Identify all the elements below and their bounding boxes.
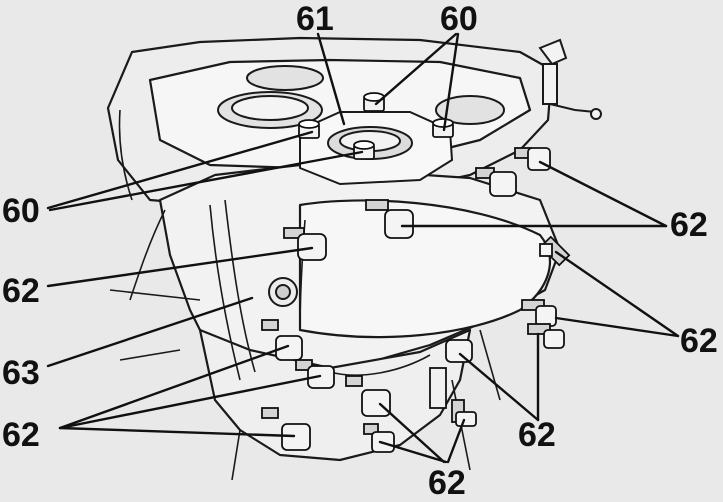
shift-lever xyxy=(538,38,602,120)
cover-plate-61 xyxy=(299,111,454,186)
callout-63: 63 xyxy=(2,354,40,392)
callout-62-left-upper: 62 xyxy=(2,272,40,310)
bolt-60-b xyxy=(432,118,454,138)
bolt-60-d xyxy=(353,140,375,160)
housing-detail-lines xyxy=(109,109,501,481)
bolt-62-c xyxy=(365,199,414,239)
callout-62-left-lower: 62 xyxy=(2,416,40,454)
callout-60-top: 60 xyxy=(440,0,478,38)
leader-lines xyxy=(46,32,680,464)
bolt-62-m xyxy=(429,367,477,427)
bolt-62-i xyxy=(295,359,335,389)
bolt-62-j xyxy=(345,375,391,417)
callout-62-right-lower: 62 xyxy=(680,322,718,360)
bolt-62-f xyxy=(521,299,565,349)
bolt-62-e xyxy=(539,235,571,267)
bolt-62-a xyxy=(514,147,551,171)
transmission-housing xyxy=(106,36,562,462)
top-deck-openings xyxy=(217,65,505,129)
bolt-62-h xyxy=(261,319,303,361)
bolt-62-g xyxy=(445,339,473,363)
drain-plug xyxy=(268,277,298,307)
bolt-62-k xyxy=(261,407,311,451)
bolts xyxy=(261,92,571,453)
callout-62-bottom-mid: 62 xyxy=(518,416,556,454)
callout-62-right-upper: 62 xyxy=(670,206,708,244)
bolt-62-b xyxy=(475,167,517,197)
callout-62-bottom: 62 xyxy=(428,464,466,502)
bolt-60-a xyxy=(363,92,385,112)
callout-61: 61 xyxy=(296,0,334,38)
callout-60-left: 60 xyxy=(2,192,40,230)
